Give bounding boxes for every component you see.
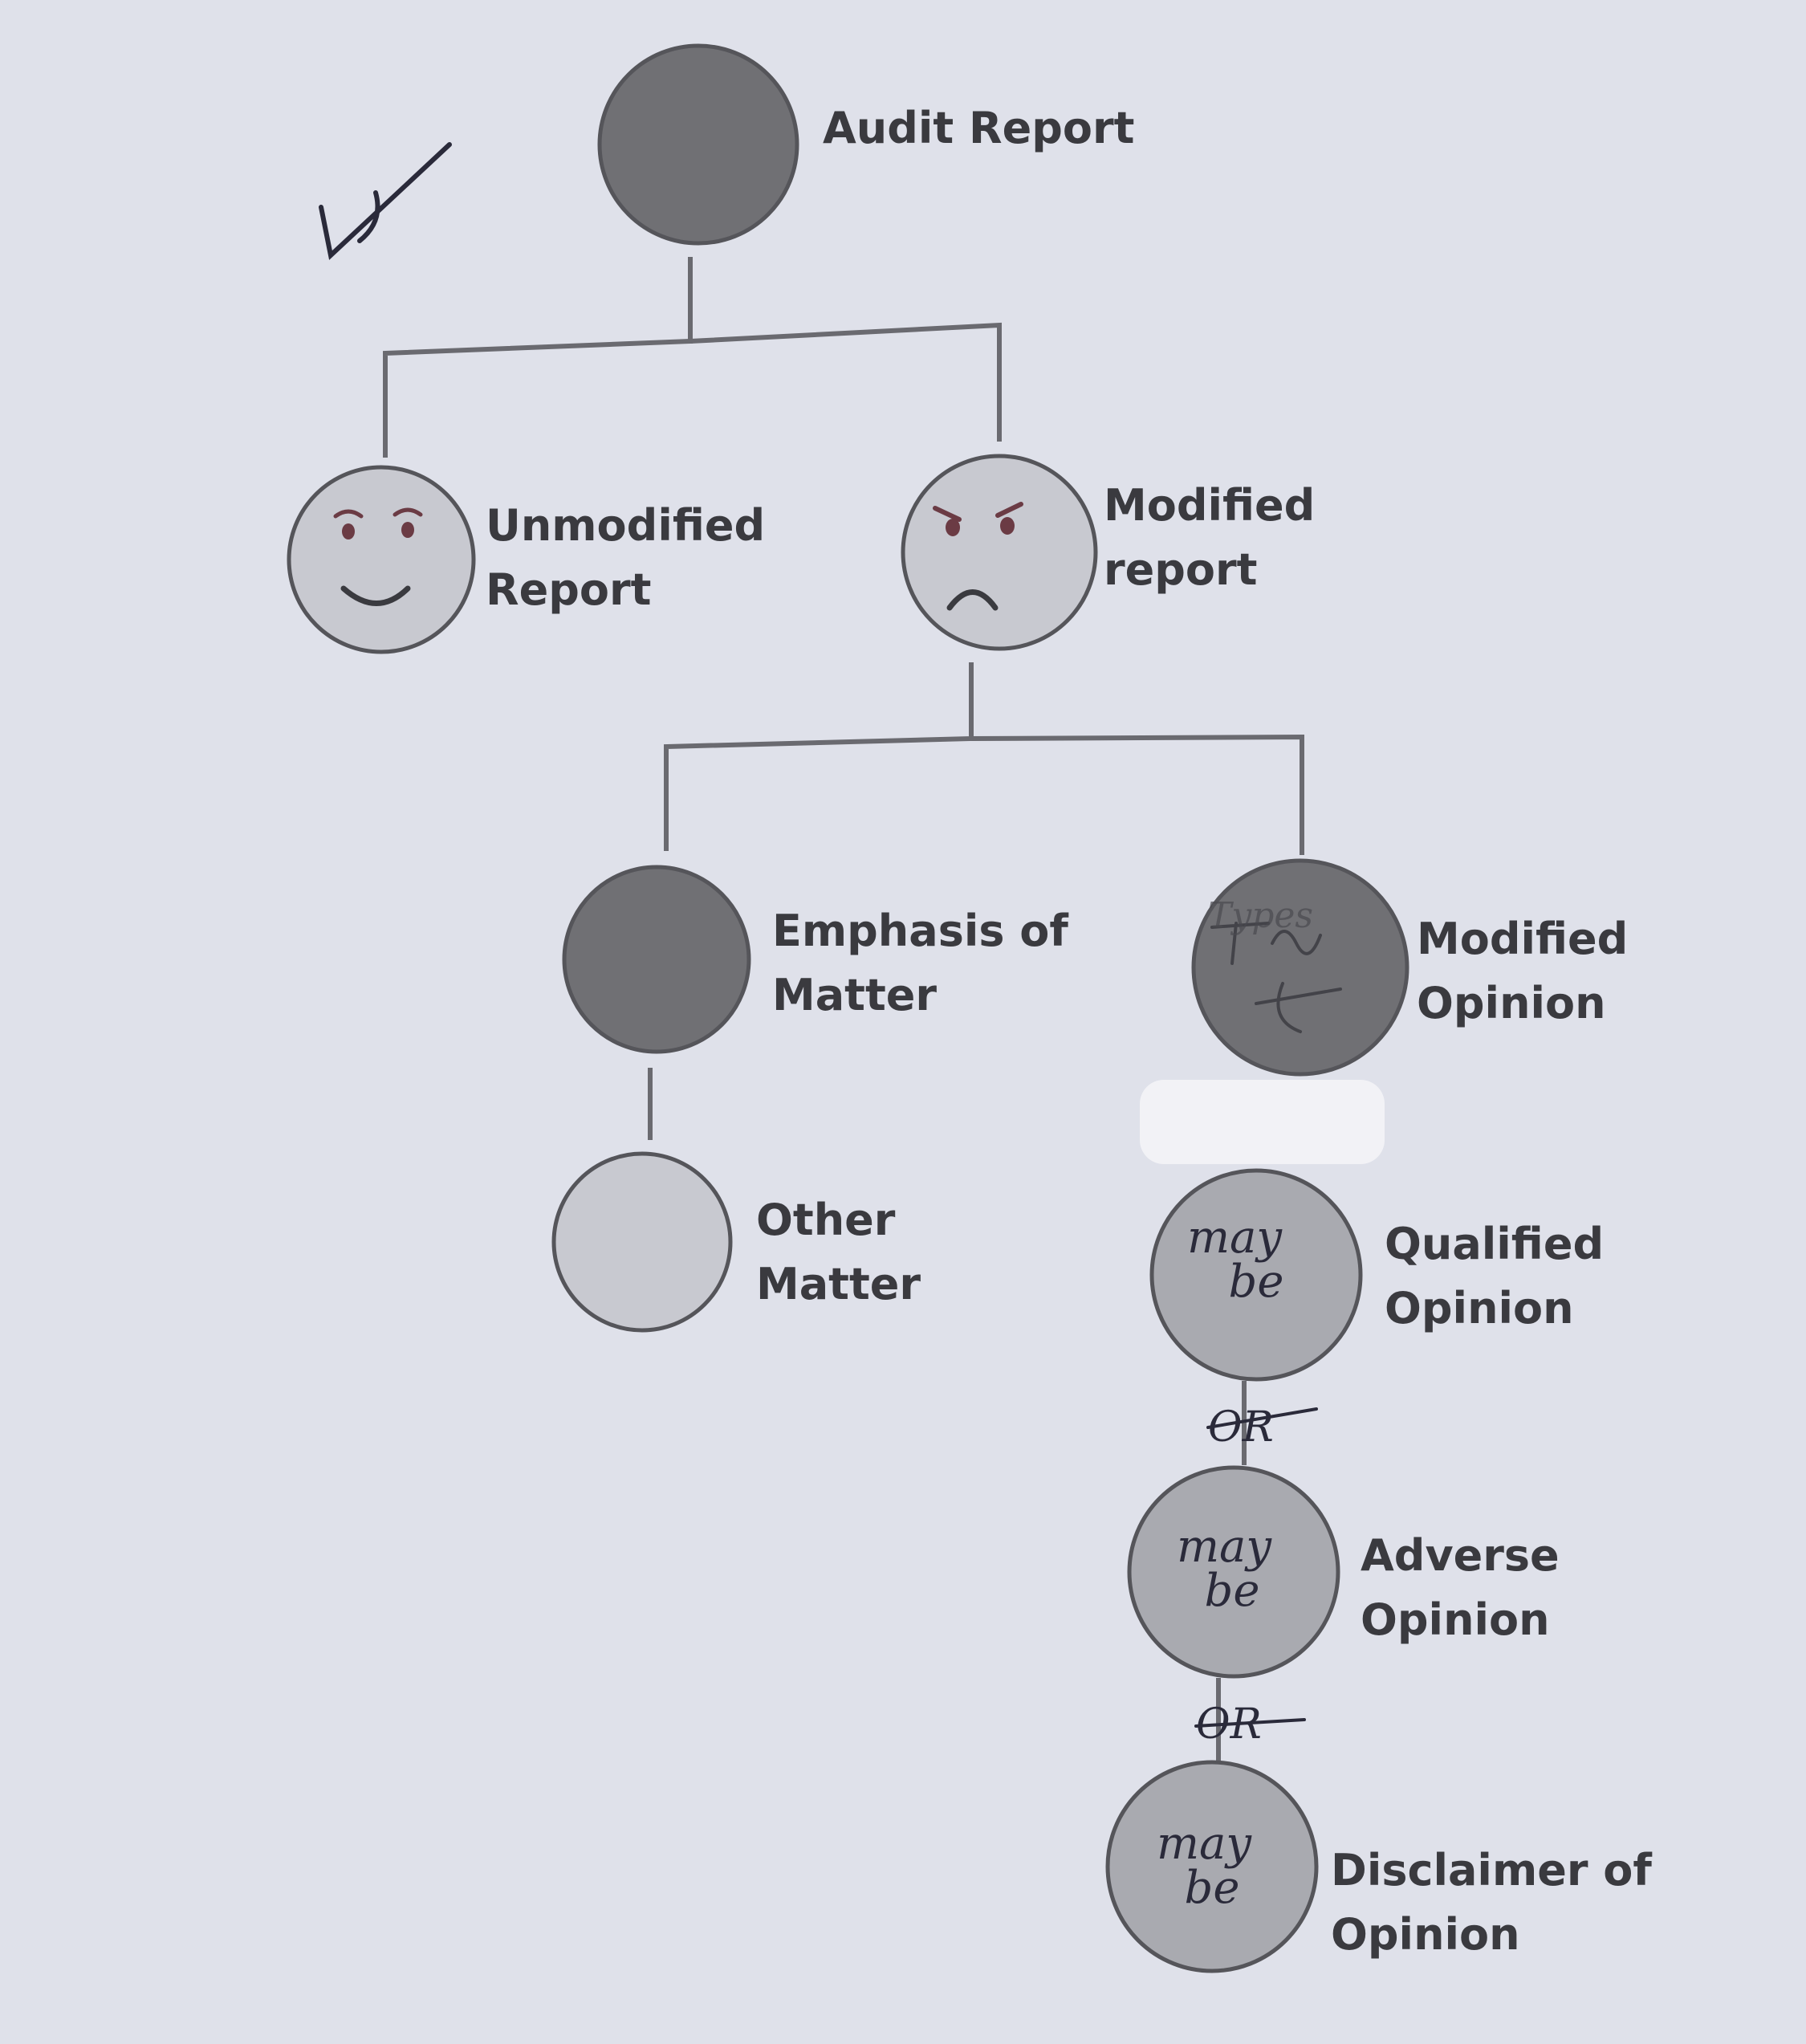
or-note-1-stroke [1206,1407,1318,1429]
correction-patch [1140,1080,1385,1164]
qualified-opinion-label: Qualified Opinion [1385,1212,1604,1341]
modified-report-label: Modified report [1104,474,1315,602]
unmodified-report-label-line2: Report [486,564,652,615]
adverse-opinion-label-line2: Opinion [1361,1594,1550,1645]
disclaimer-note-line2: be [1185,1862,1240,1914]
adverse-opinion-node [1127,1465,1340,1679]
emphasis-of-matter-label: Emphasis of Matter [772,899,1068,1028]
check-mark-icon [319,142,452,260]
connector-lines [383,257,1304,1762]
modified-opinion-label: Modified Opinion [1417,907,1628,1036]
qualified-opinion-label-line2: Opinion [1385,1283,1574,1333]
connector-audit-to-reports [383,257,693,458]
disclaimer-of-opinion-node [1105,1760,1319,1973]
modified-opinion-node [1191,858,1409,1077]
audit-report-label-line1: Audit Report [823,103,1135,153]
unmodified-report-label-line1: Unmodified [486,500,766,551]
emphasis-of-matter-node [562,865,751,1054]
adverse-opinion-label-line1: Adverse [1361,1530,1560,1581]
connector-audit-to-modified [689,322,1002,442]
other-matter-node [551,1151,733,1333]
adverse-note-line2: be [1205,1565,1260,1617]
qualified-note-line1: may [1187,1211,1283,1264]
emphasis-of-matter-label-line2: Matter [772,970,938,1020]
modified-opinion-scribble-text: Types [1208,895,1313,936]
qualified-opinion-node [1149,1168,1363,1382]
smiley-face-icon [333,507,423,606]
or-note-2-stroke [1194,1718,1306,1728]
emphasis-of-matter-label-line1: Emphasis of [772,906,1068,956]
disclaimer-of-opinion-label-line2: Opinion [1331,1909,1520,1960]
modified-opinion-label-line2: Opinion [1417,978,1606,1028]
connector-modified-to-children [664,662,974,851]
other-matter-label-line1: Other [756,1195,896,1245]
unmodified-report-node [287,465,476,654]
modified-opinion-label-line1: Modified [1417,914,1629,964]
adverse-opinion-label: Adverse Opinion [1361,1524,1560,1652]
disclaimer-of-opinion-label: Disclaimer of Opinion [1331,1838,1652,1967]
modified-report-label-line1: Modified [1104,480,1316,531]
audit-report-node [597,43,799,246]
qualified-opinion-label-line1: Qualified [1385,1219,1605,1269]
pen-scribble [1210,922,1342,1033]
connector-modified-to-opinion [970,734,1304,855]
modified-report-node [901,454,1098,651]
adverse-note-line1: may [1177,1521,1272,1573]
other-matter-label: Other Matter [756,1188,921,1317]
audit-report-label: Audit Report [823,96,1134,161]
disclaimer-of-opinion-label-line1: Disclaimer of [1331,1845,1652,1895]
disclaimer-note-line1: may [1157,1818,1252,1870]
modified-report-label-line2: report [1104,544,1258,595]
qualified-note-line2: be [1229,1256,1284,1308]
other-matter-label-line2: Matter [756,1259,921,1309]
or-note-1: OR [1208,1403,1274,1452]
unmodified-report-label: Unmodified Report [486,494,765,622]
frowning-face-icon [933,502,1023,611]
